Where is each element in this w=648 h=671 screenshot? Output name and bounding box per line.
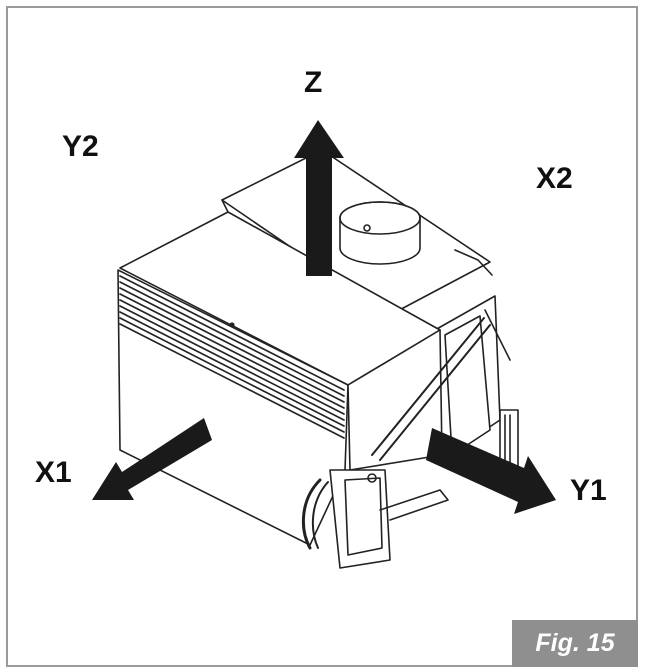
axis-label-y2: Y2 — [62, 130, 99, 163]
bottom-bracket — [301, 469, 449, 569]
axis-label-x1: X1 — [35, 456, 72, 489]
figure-label: Fig. 15 — [512, 620, 638, 667]
arrow-left-down-icon — [92, 418, 212, 500]
axis-label-y1: Y1 — [570, 474, 607, 507]
axis-label-x2: X2 — [536, 162, 573, 195]
arrow-up-icon — [294, 120, 344, 276]
arrow-right-down-icon — [426, 428, 556, 514]
round-duct — [339, 201, 421, 265]
axis-label-z: Z — [304, 66, 323, 99]
front-left-face — [117, 269, 349, 546]
